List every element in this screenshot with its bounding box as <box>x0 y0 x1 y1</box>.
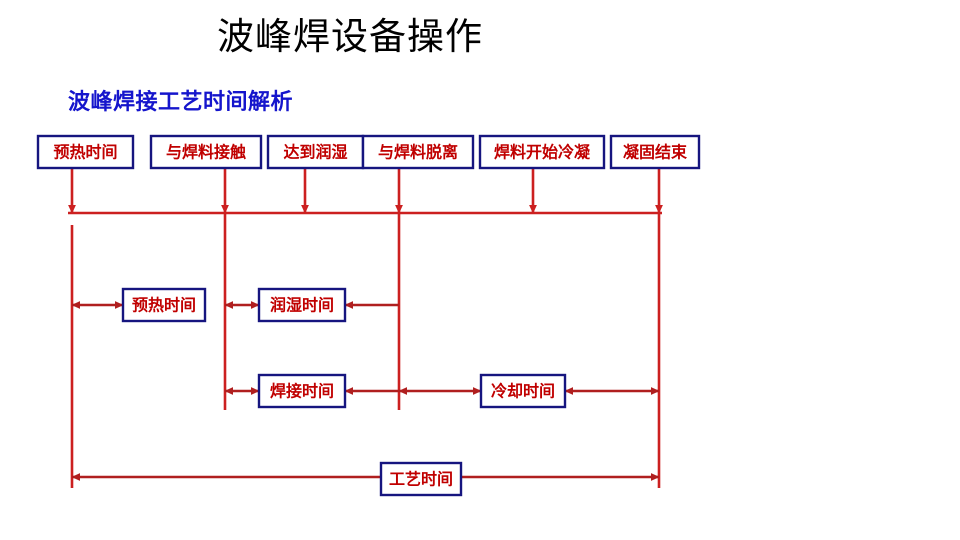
event-box-border-preheat-start <box>36 134 135 170</box>
duration-box-welding-time[interactable]: 焊接时间 <box>257 373 347 409</box>
duration-box-border-wetting-time <box>257 287 347 323</box>
event-box-border-cooling-start <box>478 134 606 170</box>
duration-box-process-time[interactable]: 工艺时间 <box>379 461 463 497</box>
event-box-wetting-reach[interactable]: 达到润湿 <box>266 134 365 170</box>
event-box-solder-detach[interactable]: 与焊料脱离 <box>361 134 475 170</box>
event-box-border-solder-contact <box>149 134 263 170</box>
vertical-guide-lines <box>70 213 661 488</box>
duration-box-preheat-time[interactable]: 预热时间 <box>121 287 207 323</box>
slide-subtitle: 波峰焊接工艺时间解析 <box>68 90 294 115</box>
diagram-svg: 预热时间与焊料接触达到润湿与焊料脱离焊料开始冷凝凝固结束 预热时间润湿时间焊接时… <box>36 134 701 497</box>
event-box-solidify-end[interactable]: 凝固结束 <box>609 134 701 170</box>
duration-box-label-wetting-time: 润湿时间 <box>270 296 334 315</box>
event-box-group: 预热时间 与焊料接触 达到润湿 与焊料脱离 焊料开始冷凝 凝固结束 <box>36 134 701 170</box>
page-title: 波峰焊设备操作 <box>217 15 483 58</box>
duration-measure-arrows <box>71 301 660 481</box>
event-box-label-wetting-reach: 达到润湿 <box>283 143 347 162</box>
wave-solder-timing-diagram: 预热时间与焊料接触达到润湿与焊料脱离焊料开始冷凝凝固结束 预热时间润湿时间焊接时… <box>0 120 960 520</box>
event-box-border-wetting-reach <box>266 134 365 170</box>
event-drop-lines <box>68 168 663 214</box>
event-box-label-preheat-start: 预热时间 <box>53 143 117 162</box>
duration-box-border-preheat-time <box>121 287 207 323</box>
duration-box-wetting-time[interactable]: 润湿时间 <box>257 287 347 323</box>
duration-box-border-process-time <box>379 461 463 497</box>
duration-box-label-process-time: 工艺时间 <box>389 470 453 489</box>
event-box-label-solidify-end: 凝固结束 <box>623 143 688 162</box>
event-box-label-solder-contact: 与焊料接触 <box>166 143 246 162</box>
duration-box-cooling-time[interactable]: 冷却时间 <box>479 373 567 409</box>
duration-box-label-cooling-time: 冷却时间 <box>491 382 555 401</box>
duration-box-border-cooling-time <box>479 373 567 409</box>
event-box-preheat-start[interactable]: 预热时间 <box>36 134 135 170</box>
event-box-border-solder-detach <box>361 134 475 170</box>
event-box-border-solidify-end <box>609 134 701 170</box>
duration-box-label-welding-time: 焊接时间 <box>270 382 334 401</box>
event-box-label-cooling-start: 焊料开始冷凝 <box>494 143 591 162</box>
duration-box-label-preheat-time: 预热时间 <box>132 296 196 315</box>
event-box-solder-contact[interactable]: 与焊料接触 <box>149 134 263 170</box>
event-box-label-solder-detach: 与焊料脱离 <box>378 143 458 162</box>
duration-box-border-welding-time <box>257 373 347 409</box>
event-box-cooling-start[interactable]: 焊料开始冷凝 <box>478 134 606 170</box>
